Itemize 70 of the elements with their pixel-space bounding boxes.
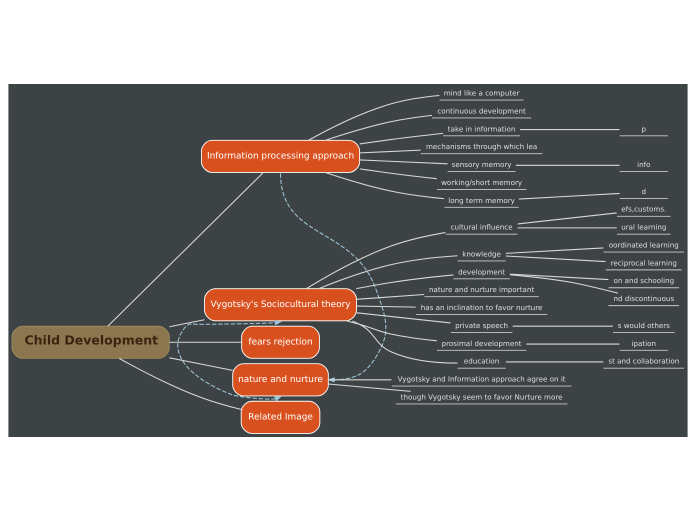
node-text: continuous development: [437, 106, 526, 115]
connector: [506, 360, 604, 362]
connector: [356, 312, 451, 323]
connector: [360, 149, 421, 153]
node-box: fears rejection: [241, 325, 320, 358]
connector: [518, 226, 617, 228]
connector: [356, 305, 416, 308]
connector: [518, 192, 620, 200]
connector: [360, 168, 437, 179]
connector: [510, 273, 608, 280]
node-text: ural learning: [621, 222, 666, 232]
connector: [516, 164, 620, 166]
node-text: take in information: [448, 124, 516, 133]
node-text: education: [464, 356, 500, 366]
connector: [352, 320, 458, 364]
node-box: Child Development: [12, 325, 170, 358]
connector: [108, 172, 264, 326]
node-text: s would others: [618, 320, 670, 330]
connector: [318, 254, 458, 289]
connector: [506, 254, 606, 262]
node-text: long term memory: [448, 195, 515, 204]
node-box: Related Image: [240, 400, 320, 434]
node-text: info: [637, 160, 650, 169]
node-text: knowledge: [462, 248, 501, 258]
node-text: sensory memory: [452, 160, 512, 169]
node-text: ipation: [632, 338, 656, 348]
connector: [518, 212, 617, 224]
node-text: nd discontinuous: [613, 294, 674, 303]
node-box: nature and nurture: [232, 362, 329, 396]
connector: [356, 274, 454, 289]
connector: [306, 232, 446, 288]
node-text: oordinated learning: [608, 240, 679, 249]
node-text: d: [642, 186, 646, 196]
node-text: working/short memory: [441, 177, 522, 186]
node-text: reciprocal learning: [610, 258, 677, 267]
connector: [325, 171, 444, 199]
node-text: mind like a computer: [444, 88, 520, 98]
node-text: though Vygotsky seem to favor Nurture more: [400, 392, 563, 401]
node-text: mechanisms through which lea: [426, 142, 538, 151]
node-text: efs,customs.: [621, 204, 666, 214]
node-text: has an inclination to favor nurture: [420, 302, 542, 312]
connector: [356, 293, 424, 300]
node-box: Information processing approach: [201, 139, 360, 172]
connector: [360, 132, 444, 144]
connector: [118, 357, 242, 410]
connector: [510, 274, 618, 294]
node-box: Vygotsky's Sociocultural theory: [204, 288, 357, 321]
connector: [169, 318, 205, 327]
connector: [169, 356, 233, 370]
node-text: cultural influence: [450, 222, 513, 232]
connector: [308, 94, 440, 140]
connector: [360, 158, 448, 164]
connector: [512, 325, 613, 326]
connector: [506, 246, 604, 254]
connector: [328, 378, 392, 380]
node-text: nature and nurture important: [429, 284, 534, 294]
arrow: [177, 320, 282, 401]
connector: [328, 382, 411, 392]
node-text: development: [458, 266, 506, 276]
connector: [526, 343, 620, 344]
node-text: Vygotsky and Information approach agree on it: [398, 374, 566, 384]
node-text: st and collaboration: [608, 356, 680, 366]
node-text: prosimal development: [442, 338, 522, 348]
node-text: p: [642, 124, 646, 133]
connector: [346, 320, 437, 341]
node-text: private speech: [455, 320, 508, 330]
connector: [520, 128, 620, 130]
connector: [169, 341, 242, 342]
node-text: on and schooling: [613, 276, 674, 285]
connector: [325, 114, 432, 140]
